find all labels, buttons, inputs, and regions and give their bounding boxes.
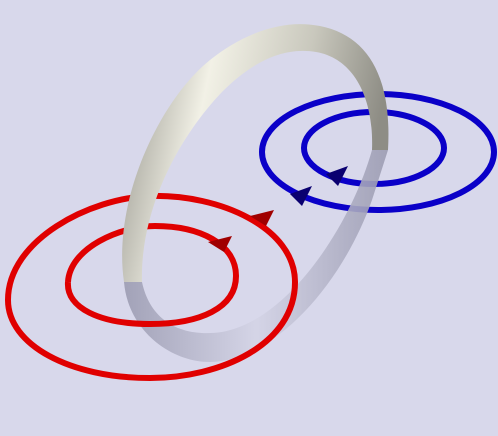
red-inner-arrow-icon <box>208 236 232 252</box>
red-outer-loop-front <box>5 281 298 382</box>
torus-upper-section <box>122 24 389 282</box>
direction-arrows <box>208 166 348 252</box>
red-inner-loop-front <box>64 275 239 328</box>
torus-lower-section <box>124 150 388 362</box>
blue-inner-arrow-icon <box>326 166 348 186</box>
red-field-loops-front <box>5 275 298 382</box>
red-inner-loop-back <box>65 222 239 283</box>
blue-outer-arrow-icon <box>290 186 312 206</box>
red-outer-arrow-icon <box>250 210 274 226</box>
torus-ring <box>122 24 389 362</box>
